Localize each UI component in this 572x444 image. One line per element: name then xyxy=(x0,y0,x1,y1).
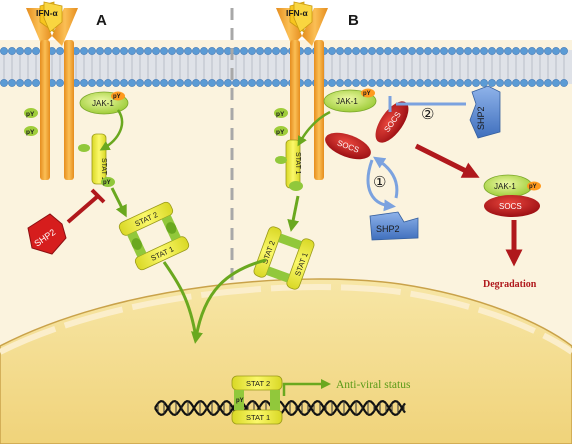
jak1-b: JAK-1 pY xyxy=(323,88,377,113)
arrow-shp2-loop-1-return xyxy=(373,156,399,199)
svg-text:pY: pY xyxy=(113,94,121,100)
receptor-b-py-sites: pY pY xyxy=(274,108,288,136)
svg-text:JAK-1: JAK-1 xyxy=(336,97,358,106)
svg-text:pY: pY xyxy=(26,111,35,118)
svg-text:JAK-1: JAK-1 xyxy=(92,99,114,108)
degradation-label: Degradation xyxy=(483,279,537,290)
step-1-marker: ① xyxy=(373,175,386,191)
svg-text:STAT 1: STAT 1 xyxy=(294,152,301,175)
inhibition-line-a xyxy=(66,194,100,224)
shp2-blue-2: SHP2 xyxy=(469,85,501,139)
nucleus xyxy=(0,278,572,444)
cell-membrane xyxy=(0,47,572,87)
svg-text:STAT 2: STAT 2 xyxy=(246,379,270,388)
arrow-anti-viral xyxy=(282,379,331,396)
svg-text:SHP2: SHP2 xyxy=(376,224,400,234)
nuclear-stat-dimer: STAT 2 STAT 1 pY xyxy=(231,375,283,425)
socs-on-jak-b: SOCS xyxy=(375,101,409,143)
stat1-b: STAT 1 xyxy=(275,139,303,191)
socs-free-b: SOCS xyxy=(325,132,371,160)
ligand-label-b: IFN-α xyxy=(286,8,309,18)
ligand-ifn-alpha-a: IFN-α xyxy=(36,1,63,33)
svg-text:pY: pY xyxy=(103,180,111,186)
svg-text:pY: pY xyxy=(26,129,35,136)
stat-dimer-a: STAT 2 STAT 1 xyxy=(118,201,190,271)
svg-text:STAT 1: STAT 1 xyxy=(100,158,107,181)
svg-text:pY: pY xyxy=(236,398,244,404)
step-2-marker: ② xyxy=(421,107,434,123)
arrow-jak-to-stat1-a xyxy=(99,109,124,151)
svg-text:pY: pY xyxy=(363,91,371,97)
svg-text:SOCS: SOCS xyxy=(499,202,522,211)
jak1-a: JAK-1 pY xyxy=(79,91,129,115)
svg-text:STAT 1: STAT 1 xyxy=(246,413,270,422)
arrow-dimer-a-to-nucleus xyxy=(162,261,198,339)
panel-label-b: B xyxy=(348,12,359,29)
arrow-dimer-b-to-nucleus xyxy=(191,258,267,344)
arrow-to-degradation-complex xyxy=(414,143,480,178)
arrow-shp2-loop-1 xyxy=(366,159,396,212)
arrow-jak-to-stat1-b xyxy=(297,110,331,147)
shp2-red-a: SHP2 xyxy=(27,213,67,255)
ligand-ifn-alpha-b: IFN-α xyxy=(286,1,313,33)
svg-text:pY: pY xyxy=(529,184,537,190)
anti-viral-label: Anti-viral status xyxy=(336,379,411,391)
svg-text:pY: pY xyxy=(276,129,285,136)
stat-dimer-b: STAT 2 STAT 1 xyxy=(253,226,315,290)
svg-text:JAK-1: JAK-1 xyxy=(494,182,516,191)
shp2-blue-1: SHP2 xyxy=(369,211,419,241)
ligand-label-a: IFN-α xyxy=(36,8,59,18)
jak-socs-complex: JAK-1 pY SOCS xyxy=(483,174,541,217)
receptor-a xyxy=(26,8,78,180)
arrow-stat1-to-dimer-a xyxy=(110,187,127,218)
svg-text:SHP2: SHP2 xyxy=(476,106,486,130)
svg-text:pY: pY xyxy=(276,111,285,118)
receptor-a-py-sites: pY pY xyxy=(24,108,38,136)
arrow-stat1-to-dimer-b xyxy=(287,195,300,232)
inhibition-bar-a xyxy=(90,188,106,204)
panel-label-a: A xyxy=(96,12,107,29)
